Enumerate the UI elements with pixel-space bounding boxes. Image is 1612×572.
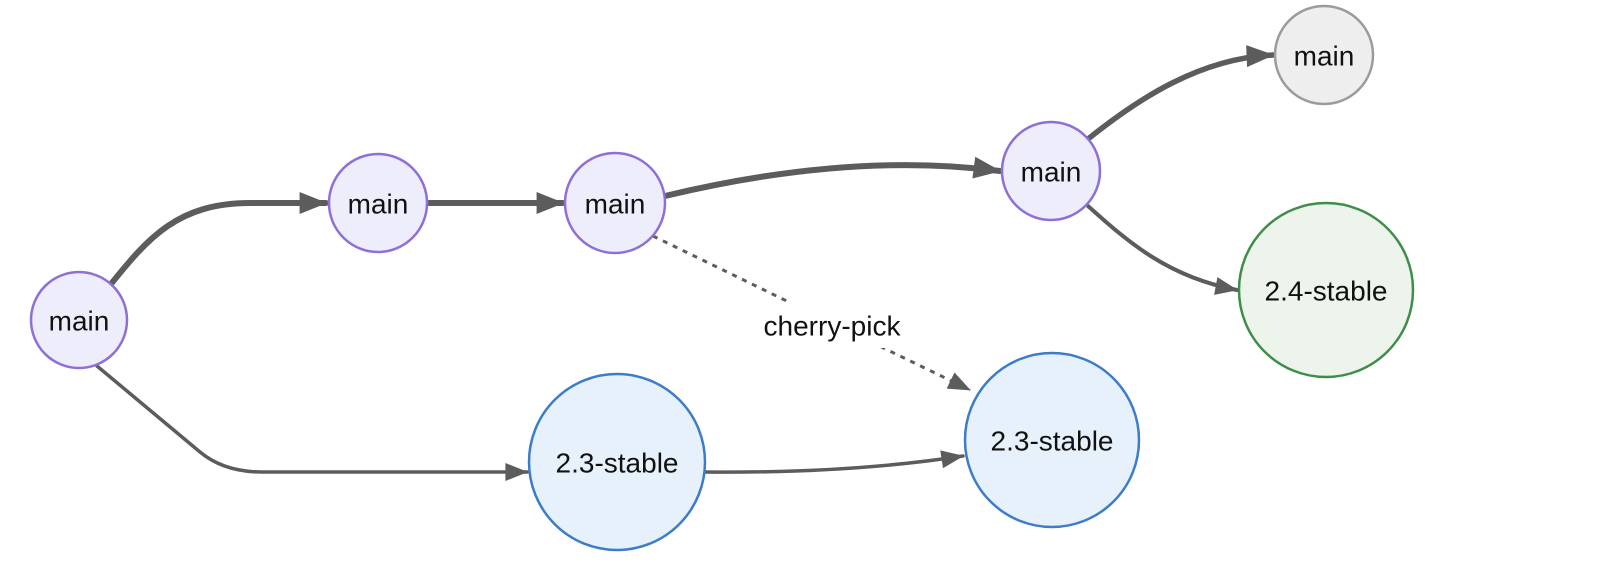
node-stable-2-4: 2.4-stable xyxy=(1237,201,1415,379)
main-commit-1-label: main xyxy=(49,306,110,337)
stable-2-3-b-circle xyxy=(963,351,1141,529)
main-commit-3-circle xyxy=(563,151,667,255)
stable-2-3-b-label: 2.3-stable xyxy=(991,426,1114,457)
stable-2-3-a-circle xyxy=(527,372,707,552)
node-stable-2-3-a: 2.3-stable xyxy=(527,372,707,552)
node-stable-2-3-b: 2.3-stable xyxy=(963,351,1141,529)
main-commit-3-label: main xyxy=(585,189,646,220)
main-commit-2-label: main xyxy=(348,189,409,220)
node-main-commit-4: main xyxy=(1000,120,1102,222)
node-main-head: main xyxy=(1273,4,1375,106)
cherry-pick-label: cherry-pick xyxy=(764,311,902,342)
edge-main1-main2 xyxy=(108,192,329,287)
node-main-commit-1: main xyxy=(29,270,129,370)
main-head-circle xyxy=(1273,4,1375,106)
cherry-pick-label-background xyxy=(740,302,926,348)
main-commit-1-circle xyxy=(29,270,129,370)
edge-main3-main4 xyxy=(662,156,1003,199)
node-main-commit-3: main xyxy=(563,151,667,255)
edge-main4-mainhead xyxy=(1085,45,1276,142)
main-commit-4-circle xyxy=(1000,120,1102,222)
main-commit-4-label: main xyxy=(1021,157,1082,188)
edge-main1-23stable-a xyxy=(95,364,529,481)
node-main-commit-2: main xyxy=(327,152,429,254)
edge-23stable-a-23stable-b xyxy=(702,450,965,474)
stable-2-4-circle xyxy=(1237,201,1415,379)
stable-2-4-label: 2.4-stable xyxy=(1265,276,1388,307)
main-commit-2-circle xyxy=(327,152,429,254)
stable-2-3-a-label: 2.3-stable xyxy=(556,448,679,479)
main-head-label: main xyxy=(1294,41,1355,72)
cherry-pick-edge-label: cherry-pick xyxy=(740,302,926,348)
edge-main4-24stable xyxy=(1086,204,1239,295)
